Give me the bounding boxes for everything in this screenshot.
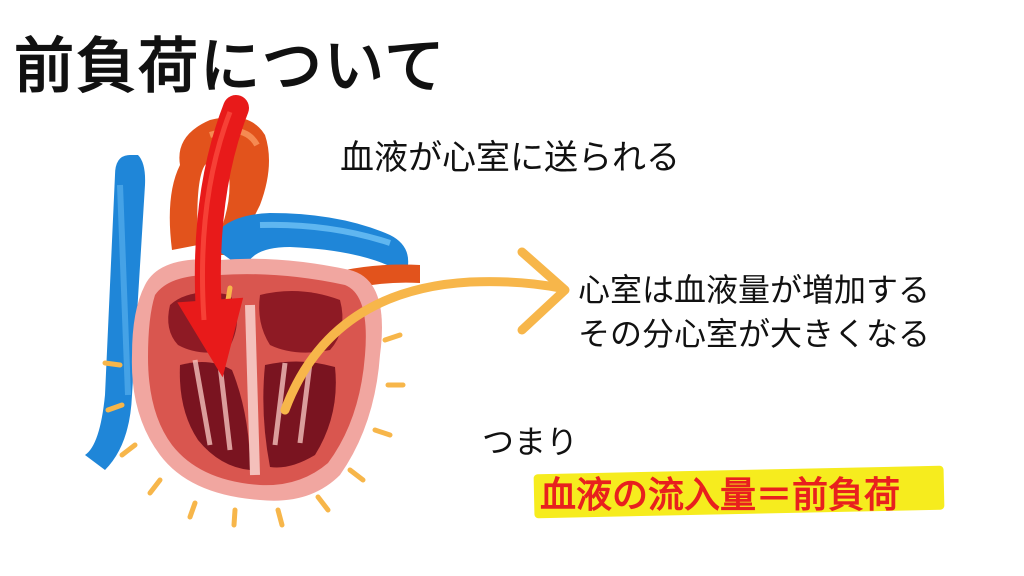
caption-ventricle-expands: 心室は血液量が増加する その分心室が大きくなる: [578, 268, 930, 356]
caption-blood-to-ventricle: 血液が心室に送られる: [340, 138, 680, 178]
caption-line-2: その分心室が大きくなる: [578, 315, 931, 353]
summary-highlight: 血液の流入量＝前負荷: [540, 475, 901, 516]
left-ventricle-icon: [179, 361, 250, 470]
pulmonary-artery-icon: [210, 213, 409, 270]
caption-line-1: 心室は血液量が増加する: [578, 271, 931, 309]
heart-anatomy-icon: [85, 117, 420, 528]
right-atrium-icon: [259, 291, 343, 353]
summary-lead: つまり: [482, 423, 579, 461]
page-title: 前負荷について: [14, 32, 447, 102]
